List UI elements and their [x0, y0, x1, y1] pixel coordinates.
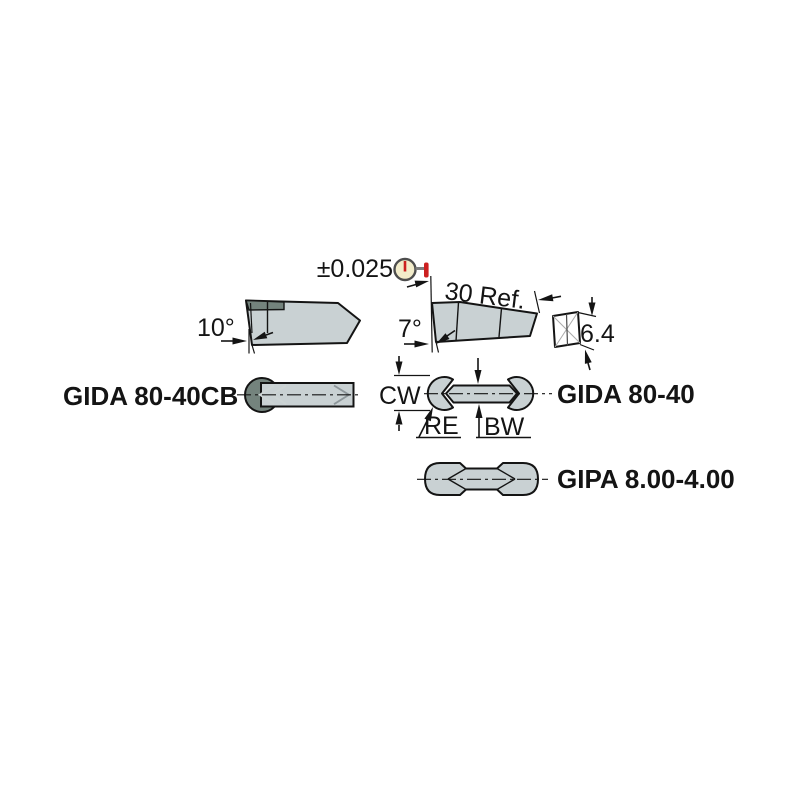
cross-section: [552, 311, 581, 348]
arrowhead: [253, 331, 268, 340]
arrowhead: [414, 280, 429, 288]
body-width-label: BW: [484, 413, 525, 441]
section-midline: [565, 313, 569, 346]
arrowhead: [538, 294, 554, 302]
insert-side-view-cb: [245, 299, 361, 354]
face-reference-line: [430, 275, 433, 353]
section-thickness-label: 6.4: [580, 320, 615, 348]
arrowhead: [475, 404, 483, 418]
insert-side-view-gida: [431, 301, 538, 353]
cutting-width-label: CW: [379, 382, 421, 410]
body-width-dimension: BW: [474, 358, 531, 441]
grind-line: [447, 467, 467, 480]
dimension-line: [551, 295, 562, 299]
grind-line: [447, 478, 467, 491]
arrowhead: [474, 370, 482, 384]
arrowhead: [424, 407, 433, 422]
front-clearance-angle-annotation: 10°: [197, 314, 274, 345]
arrowhead: [414, 340, 429, 348]
segment-line: [498, 308, 503, 338]
cbn-tip-layer: [245, 299, 285, 311]
leader-line: [418, 418, 429, 438]
grind-line: [496, 478, 516, 491]
arrowhead: [232, 337, 247, 345]
product-label-gida-80-40cb: GIDA 80-40CB: [63, 381, 238, 411]
dial-indicator-icon: [393, 257, 429, 282]
braze-line: [249, 302, 253, 334]
arrowhead: [588, 302, 596, 316]
corner-radius-annotation: RE: [416, 407, 461, 440]
runout-tolerance-label: ±0.025: [317, 255, 393, 283]
thickness-dimension: 6.4: [577, 297, 615, 371]
grind-line: [496, 467, 516, 480]
extension-line: [577, 311, 597, 318]
product-label-gida-80-40: GIDA 80-40: [557, 379, 695, 409]
face-extension-line: [251, 344, 256, 354]
arrowhead: [436, 333, 450, 344]
insert-body: [245, 299, 361, 346]
runout-arrow: [406, 280, 429, 288]
extension-line: [533, 290, 541, 314]
insert-top-view-cb: [237, 377, 362, 413]
side-clearance-angle-annotation: 7°: [398, 315, 456, 348]
arrowhead: [395, 361, 403, 375]
product-label-gipa: GIPA 8.00-4.00: [557, 464, 735, 494]
insert-top-view-gipa: [417, 462, 548, 496]
dial-contact-tip: [424, 262, 429, 278]
runout-annotation: ±0.025: [317, 255, 429, 288]
segment-line: [455, 302, 460, 342]
insert-body: [424, 462, 539, 496]
extension-line: [579, 343, 595, 351]
cutting-width-dimension: CW: [379, 356, 430, 431]
side-clearance-angle-label: 7°: [398, 315, 422, 343]
front-clearance-angle-label: 10°: [197, 314, 235, 342]
corner-radius-label: RE: [424, 412, 459, 440]
insert-top-view-gida: [424, 376, 552, 411]
edge-chevron: [258, 384, 275, 406]
arrowhead: [584, 349, 592, 364]
arrowhead: [395, 411, 403, 425]
